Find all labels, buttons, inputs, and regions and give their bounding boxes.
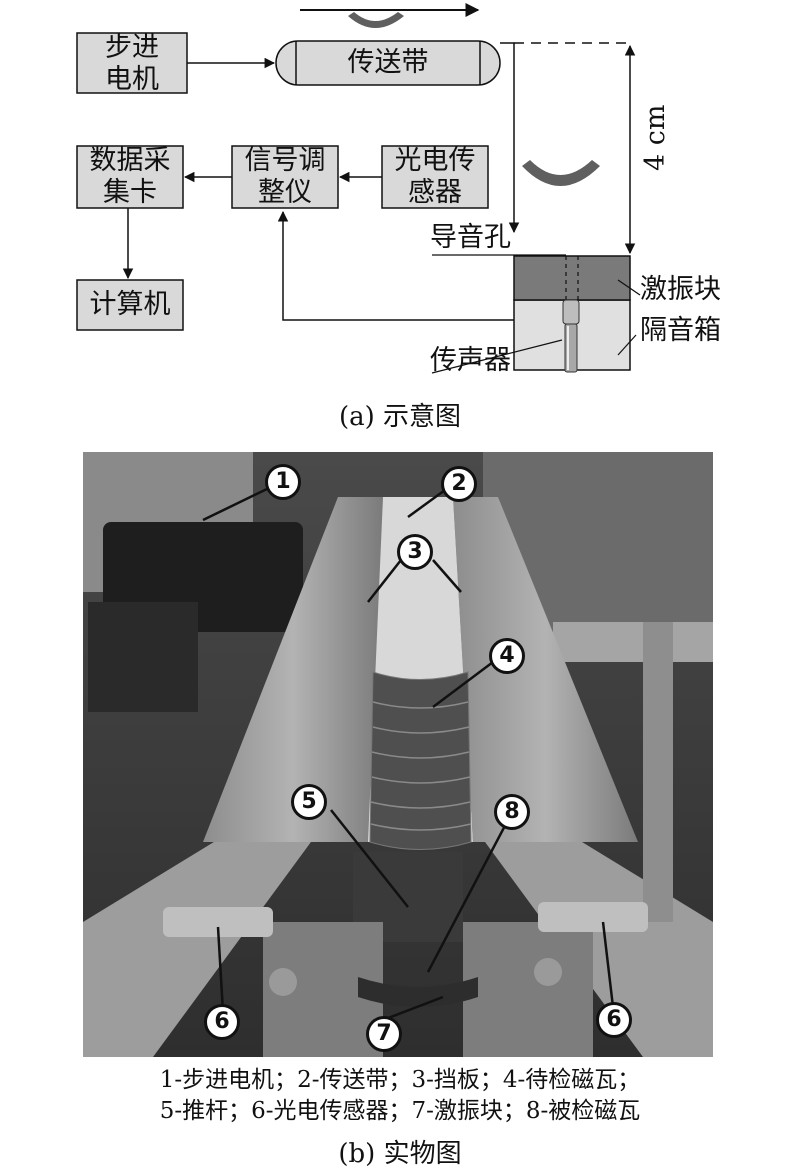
fall-path-arrow [500,42,520,234]
exciter-block-label: 激振块 [640,274,721,305]
photo-sensor-label: 光电传 感器 [394,145,476,208]
height-label: 4 cm [640,104,671,172]
photo-caption: (b) 实物图 [338,1139,462,1169]
magnetic-tile-top [348,12,404,28]
microphone-label: 传声器 [430,345,511,376]
stepper-motor-label: 步进 电机 [105,32,159,95]
callout-5: 5 [291,784,327,820]
microphone-icon [562,299,580,373]
callout-1: 1 [265,464,301,500]
sound-box-label: 隔音箱 [640,315,721,346]
callout-8: 8 [494,794,530,830]
computer-box [76,279,184,331]
photo-legend-line-2: 5-推杆；6-光电传感器；7-激振块；8-被检磁瓦 [159,1098,641,1124]
conveyor-box [275,40,501,86]
sound-hole-label: 导音孔 [430,222,511,253]
callout-6-right: 6 [596,1002,632,1038]
callout-3: 3 [397,534,433,570]
computer-label: 计算机 [89,289,171,320]
callout-6-left: 6 [204,1004,240,1040]
apparatus-photo [83,452,713,1057]
magnetic-tile-falling [522,160,600,186]
microphone-to-conditioner-arrow [277,210,570,321]
callout-7: 7 [366,1016,402,1052]
signal-conditioner-box [231,145,339,209]
schematic-diagram [76,3,641,374]
schematic-caption: (a) 示意图 [338,402,462,432]
photo-legend-line-1: 1-步进电机；2-传送带；3-挡板；4-待检磁瓦； [159,1067,641,1093]
daq-card-box [76,145,184,209]
tile-stack [369,671,472,850]
callout-4: 4 [489,638,525,674]
signal-conditioner-label: 信号调 整仪 [244,145,326,208]
callout-2: 2 [441,466,477,502]
exciter-block [513,255,631,301]
conveyor-label: 传送带 [347,47,429,78]
daq-card-label: 数据采 集卡 [89,145,171,208]
